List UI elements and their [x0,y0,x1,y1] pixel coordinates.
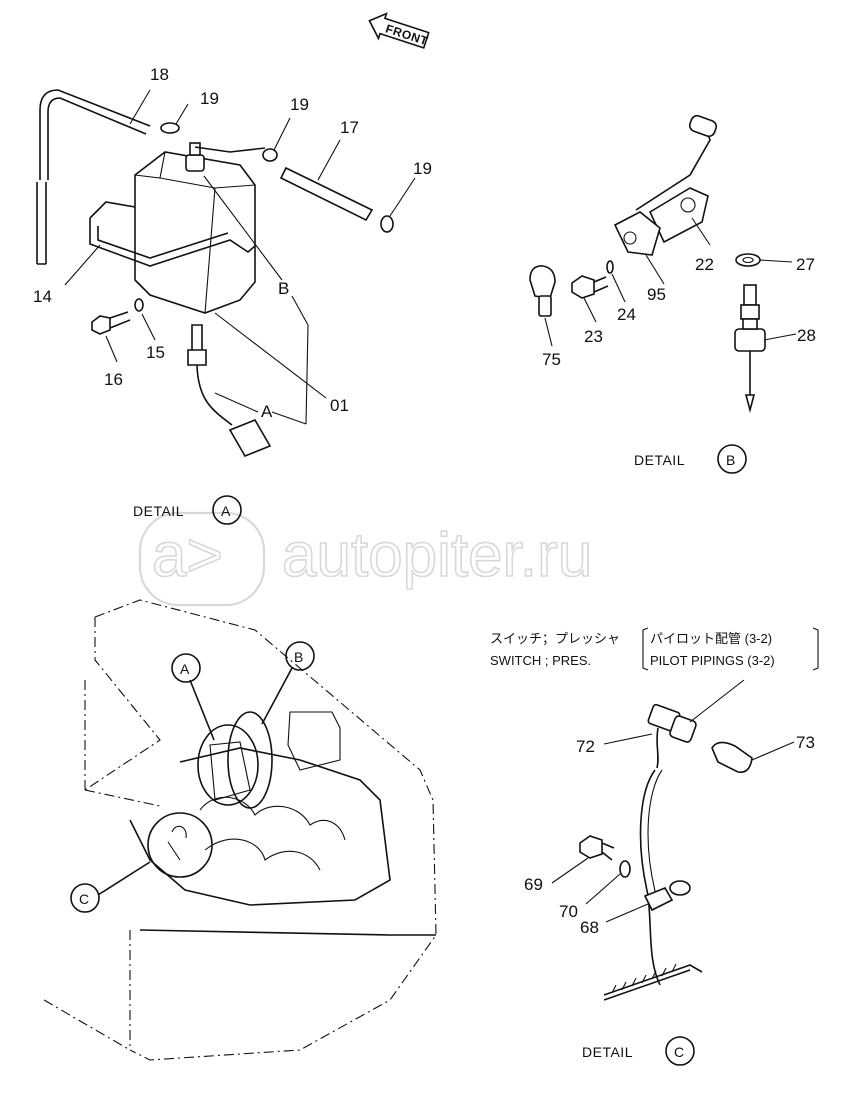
detail-b-text: DETAIL [634,452,685,468]
callout-15: 15 [146,343,165,362]
machine-callout-b: B [294,649,304,665]
detail-b-callouts: 22 27 95 24 23 75 28 [542,255,816,369]
pressure-switch-72 [647,703,697,769]
callout-72: 72 [576,737,595,756]
callout-22: 22 [695,255,714,274]
callout-68: 68 [580,918,599,937]
detail-b-leaders [544,217,797,347]
switch-body-95 [613,211,661,256]
reserve-tank [134,151,256,314]
washer-27 [735,253,761,267]
callout-19-middle: 19 [290,95,309,114]
oring-24 [606,260,614,274]
sensor-28 [734,284,766,414]
detail-b-assembly [529,114,766,414]
detail-a-letter: A [221,503,231,519]
watermark-text: autopiter.ru [282,521,592,590]
callout-14: 14 [33,287,52,306]
note-en-right: PILOT PIPINGS (3-2) [650,653,775,668]
machine-callouts: A B C [79,649,304,907]
cover-73 [711,741,753,774]
detail-b-label: DETAIL B [634,444,747,474]
bolt-69 [579,835,603,859]
detail-c-assembly [579,703,753,1001]
detail-c-text: DETAIL [582,1044,633,1060]
detail-c-letter: C [674,1044,685,1060]
hose-18 [39,89,151,180]
tank-leaders [64,89,416,425]
detail-a-zoom-circle [197,724,259,806]
clamp-68 [643,887,674,912]
callout-28: 28 [797,326,816,345]
detail-a-label: DETAIL A [133,495,242,525]
detail-c-callouts: 72 73 69 70 68 [524,733,815,937]
washer-70 [619,860,631,878]
clamp-19-middle [262,148,278,162]
callout-75: 75 [542,350,561,369]
switch-note: スイッチ；プレッシャ パイロット配管 (3-2) SWITCH ; PRES. … [490,627,819,671]
detail-c-leaders [551,679,795,923]
machine-overview [43,599,437,1061]
cap-75 [529,265,556,299]
front-arrow: FRONT [368,12,430,49]
callout-18: 18 [150,65,169,84]
detail-a-text: DETAIL [133,503,184,519]
clamp-19-right [380,215,394,233]
detail-b-letter: B [726,452,736,468]
note-jp-right: パイロット配管 (3-2) [650,631,772,646]
callout-73: 73 [796,733,815,752]
callout-24: 24 [617,305,636,324]
connector [228,418,272,458]
watermark-logo-glyph: a> [152,521,223,590]
callout-27: 27 [796,255,815,274]
callout-17: 17 [340,118,359,137]
watermark: a> autopiter.ru [138,511,593,607]
hose-17 [279,166,374,222]
watermark-logo-box [138,511,266,607]
bracket-14 [89,201,256,267]
bolt-23 [571,275,595,299]
machine-callout-c: C [79,891,90,907]
callout-01: 01 [330,396,349,415]
callout-23: 23 [584,327,603,346]
detail-b-zoom-circle [227,711,273,809]
level-switch [187,324,207,366]
detail-c-label: DETAIL C [582,1036,695,1066]
callout-19-right: 19 [413,159,432,178]
washer-15 [134,298,144,312]
callout-70: 70 [559,902,578,921]
callout-b: B [278,279,289,298]
callout-69: 69 [524,875,543,894]
tank-callouts: 18 19 19 17 19 14 15 16 01 A B [33,65,432,421]
callout-95: 95 [647,285,666,304]
tank-assembly [36,89,394,458]
machine-callout-a: A [180,661,190,677]
bolt-16 [91,315,111,335]
detail-c-zoom-circle [147,812,213,878]
note-jp-left: スイッチ；プレッシャ [490,631,620,647]
clamp-19-left [160,122,180,134]
callout-19-left: 19 [200,89,219,108]
note-en-left: SWITCH ; PRES. [490,653,591,668]
callout-16: 16 [104,370,123,389]
callout-a: A [261,402,273,421]
